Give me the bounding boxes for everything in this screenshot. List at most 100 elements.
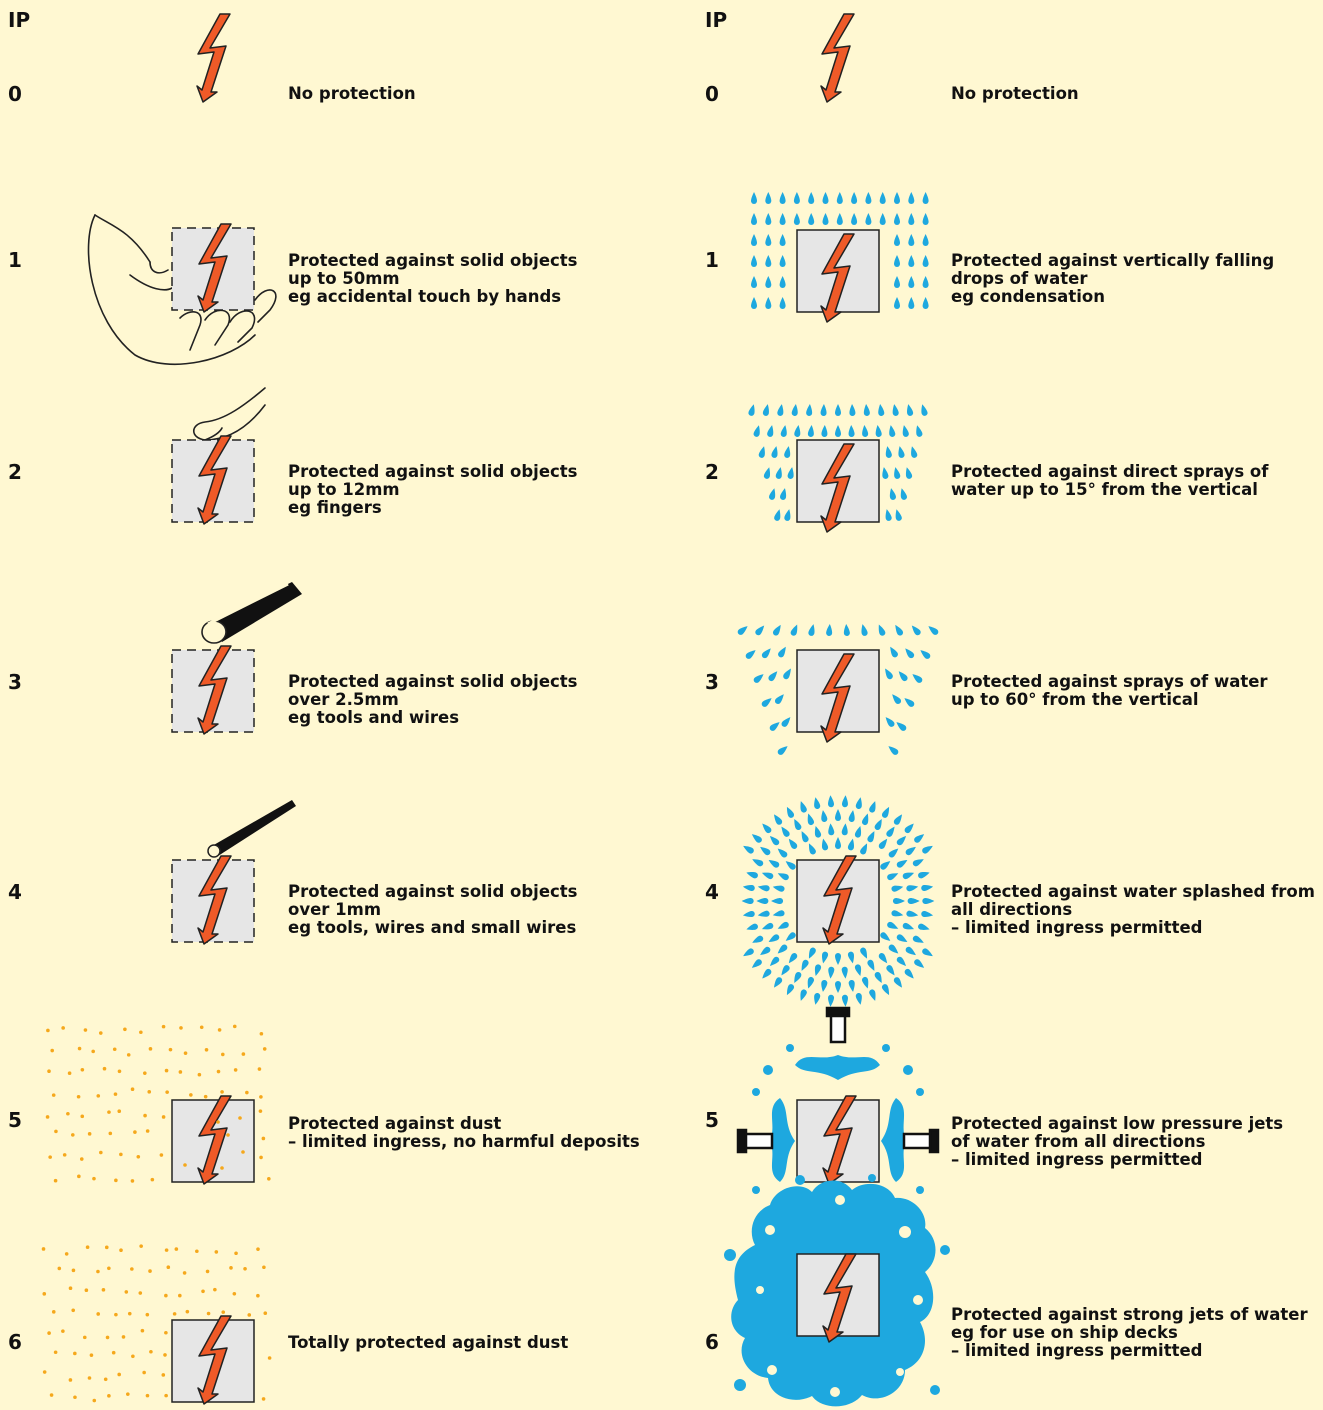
water-drop: [868, 800, 878, 813]
water-drop: [772, 910, 785, 919]
water-drop: [884, 508, 892, 521]
water-drop: [820, 810, 828, 823]
water-drop: [908, 213, 914, 225]
particle: [96, 1270, 100, 1274]
particle: [263, 1047, 267, 1051]
particle: [127, 1053, 131, 1057]
particle: [99, 1031, 103, 1035]
particle: [267, 1177, 271, 1181]
water-drop: [772, 884, 785, 893]
water-drop: [776, 846, 789, 859]
water-drop: [902, 696, 915, 708]
water-drop: [760, 696, 773, 708]
water-drop: [779, 825, 791, 838]
water-drop: [827, 795, 834, 807]
particle: [119, 1248, 123, 1252]
water-drop: [908, 276, 914, 288]
particle: [141, 1329, 145, 1333]
water-drop: [771, 898, 783, 904]
water-drop: [805, 976, 814, 989]
water-drop: [895, 955, 908, 968]
water-drop: [917, 870, 930, 879]
particle: [42, 1292, 46, 1296]
water-drop: [854, 825, 863, 838]
water-drop: [837, 192, 843, 204]
water-drop: [772, 623, 783, 636]
water-drop: [758, 844, 771, 856]
particle: [91, 1050, 95, 1054]
water-drop: [808, 192, 814, 204]
particle: [90, 1353, 94, 1357]
water-drop: [881, 806, 892, 819]
water-drop: [835, 981, 841, 993]
water-drop: [887, 846, 900, 859]
particle: [262, 1265, 266, 1269]
water-drop: [902, 870, 915, 880]
particle: [71, 1133, 75, 1137]
water-drop: [767, 669, 779, 682]
particle: [43, 1370, 47, 1374]
water-drop: [866, 830, 877, 843]
water-drop: [914, 424, 923, 437]
particle: [65, 1252, 69, 1256]
finger-icon: [194, 388, 265, 440]
water-drop: [806, 842, 817, 855]
particle: [234, 1068, 238, 1072]
water-drop: [776, 744, 789, 756]
water-drop: [861, 425, 868, 437]
water-drop: [888, 425, 896, 438]
water-drop: [794, 425, 802, 438]
particle: [50, 1393, 54, 1397]
water-drop: [761, 646, 773, 659]
water-drop: [808, 213, 814, 225]
particle: [73, 1352, 77, 1356]
water-drop: [874, 818, 885, 831]
water-drop: [904, 466, 913, 479]
water-drop: [899, 487, 908, 500]
water-drop: [756, 898, 768, 904]
water-drop: [751, 192, 757, 204]
particle: [241, 1150, 245, 1154]
water-drop: [906, 884, 919, 892]
water-drop: [863, 404, 870, 416]
water-drop: [784, 446, 792, 459]
particle: [173, 1312, 177, 1316]
water-drop: [910, 624, 922, 637]
particle: [81, 1068, 85, 1072]
water-drop: [750, 958, 763, 970]
particle: [117, 1373, 121, 1377]
water-drop: [835, 404, 841, 416]
particle: [148, 1269, 152, 1273]
water-drop: [776, 871, 789, 882]
particle: [96, 1094, 100, 1098]
water-drop: [765, 297, 771, 309]
particle: [184, 1051, 188, 1055]
particle: [162, 1373, 166, 1377]
particle: [207, 1312, 211, 1316]
water-drop: [837, 213, 843, 225]
water-drop: [784, 983, 795, 996]
water-drop: [848, 425, 855, 437]
water-drop: [751, 935, 764, 946]
particle: [130, 1267, 134, 1271]
particle: [80, 1157, 84, 1161]
water-drop: [895, 834, 908, 847]
particle: [131, 1354, 135, 1358]
water-drop: [782, 667, 793, 680]
water-drop: [880, 213, 886, 225]
water-drop: [894, 255, 900, 267]
water-drop: [751, 234, 757, 246]
water-drop: [896, 857, 909, 868]
particle: [52, 1093, 56, 1097]
water-drop: [901, 424, 909, 437]
water-drop: [874, 971, 885, 984]
water-drop: [771, 445, 779, 458]
water-drop: [820, 404, 827, 416]
particle: [99, 1151, 103, 1155]
water-drop: [921, 911, 934, 919]
water-drop: [812, 797, 820, 810]
water-drop: [903, 646, 915, 659]
particle: [54, 1130, 58, 1134]
water-drop: [926, 624, 939, 636]
water-drop: [745, 870, 758, 879]
